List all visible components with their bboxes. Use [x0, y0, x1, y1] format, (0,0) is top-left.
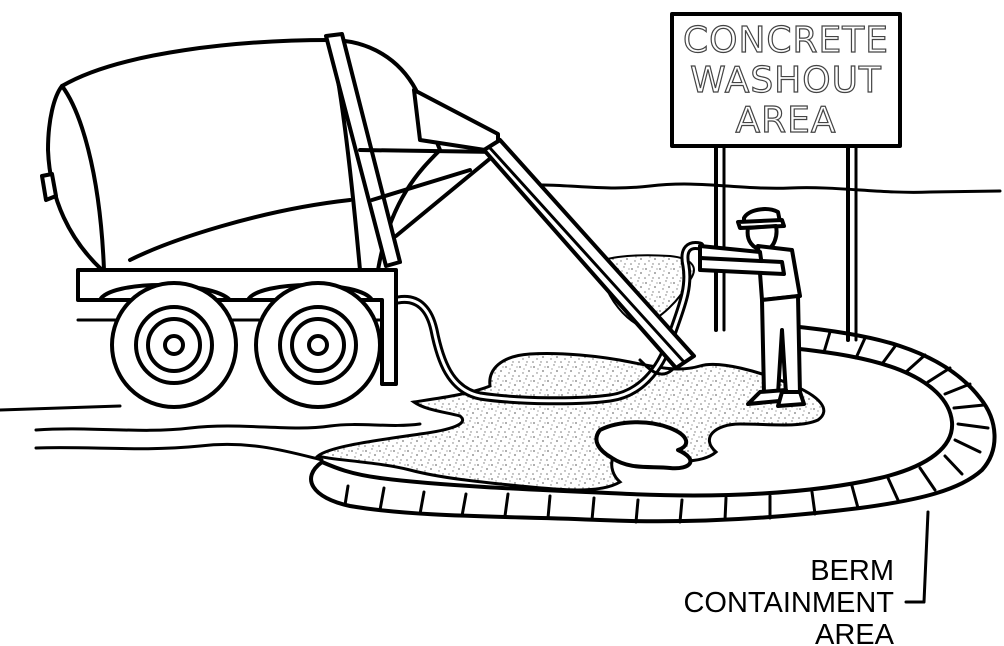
callout-line-1: BERM [810, 555, 894, 587]
callout-line-3: AREA [815, 619, 895, 646]
callout-leader [906, 512, 928, 602]
rear-wheel-1 [112, 283, 236, 407]
sign-line-3: AREA [735, 100, 836, 141]
sign-line-1: CONCRETE [683, 20, 889, 61]
mixer-truck [42, 34, 694, 407]
sign-line-2: WASHOUT [690, 60, 882, 101]
road-edge-lower [36, 444, 322, 460]
callout-line-2: CONTAINMENT [683, 587, 894, 619]
road-edge-upper [36, 424, 420, 430]
rear-wheel-2 [256, 283, 380, 407]
ground-line-left [0, 406, 120, 410]
hill-horizon [522, 184, 1000, 192]
